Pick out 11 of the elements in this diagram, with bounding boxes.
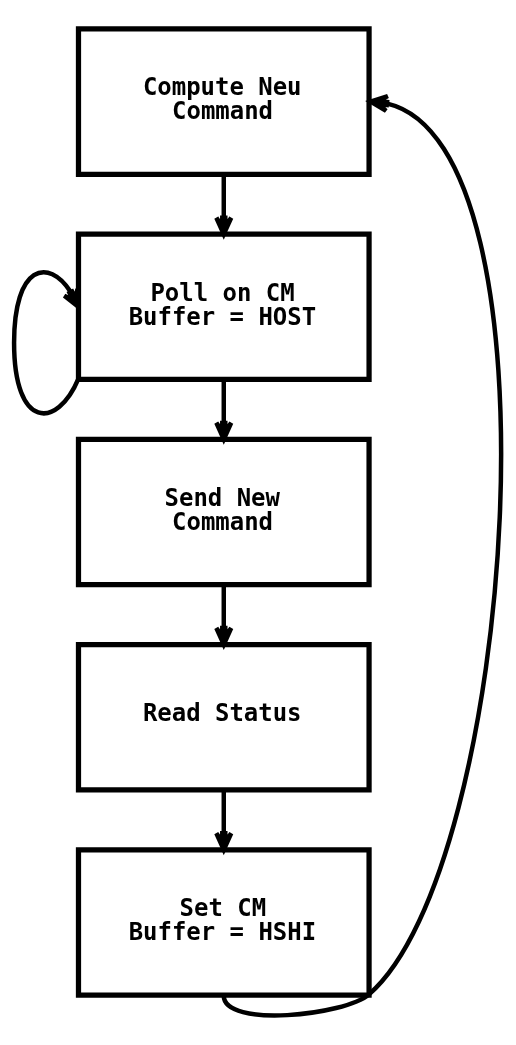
node-box: Compute Neu Command — [75, 26, 372, 177]
arrow — [11, 270, 81, 416]
node-box: Read Status — [75, 641, 372, 793]
arrow — [214, 584, 234, 647]
arrow — [214, 379, 234, 442]
arrow — [214, 174, 234, 237]
arrow — [221, 93, 503, 1018]
arrow — [214, 789, 234, 853]
node-box: Send New Command — [75, 436, 372, 588]
node-box: Poll on CM Buffer = HOST — [75, 231, 372, 383]
node-box: Set CM Buffer = HSHI — [75, 847, 372, 998]
